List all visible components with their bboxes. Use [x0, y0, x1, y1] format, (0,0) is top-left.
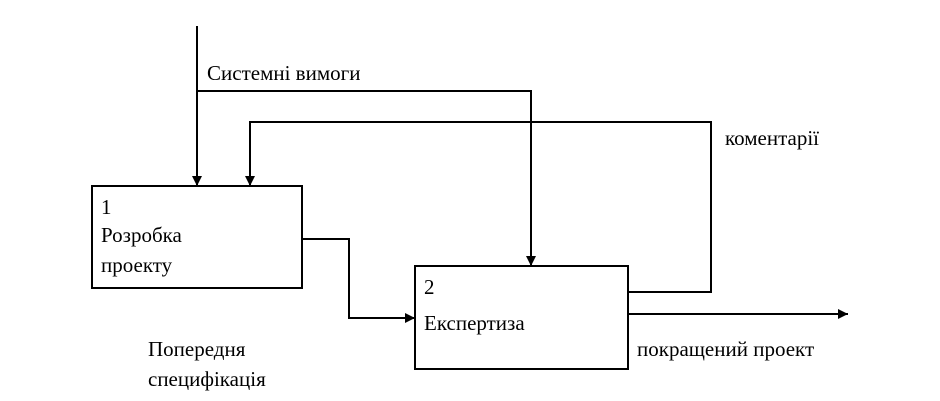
input-arrow-label: Системні вимоги: [207, 61, 360, 85]
block-2-title: Експертиза: [424, 311, 525, 335]
output-arrow-label: покращений проект: [637, 337, 814, 361]
arrow-improved-project: покращений проект: [628, 309, 848, 361]
block-1-title-line2: проекту: [101, 253, 173, 277]
intermediate-arrow-label-line2: специфікація: [148, 367, 266, 391]
arrow-preliminary-specification: Попередня специфікація: [148, 238, 415, 391]
arrow-comments: коментарії: [245, 121, 819, 293]
arrow-system-requirements: Системні вимоги: [192, 26, 536, 266]
block-2-box: [414, 265, 629, 370]
feedback-arrow-label: коментарії: [725, 126, 819, 150]
feedback-arrow: [245, 121, 712, 293]
block-1-box: [91, 185, 303, 289]
block-2-number: 2: [424, 275, 435, 299]
intermediate-arrow-label-line1: Попередня: [148, 337, 246, 361]
block-1: 1 Розробка проекту: [91, 185, 303, 289]
intermediate-arrow: [302, 238, 415, 323]
block-1-number: 1: [101, 195, 112, 219]
input-arrow-to-block-2: [197, 90, 536, 266]
block-2: 2 Експертиза: [414, 265, 629, 370]
block-1-title-line1: Розробка: [101, 223, 183, 247]
